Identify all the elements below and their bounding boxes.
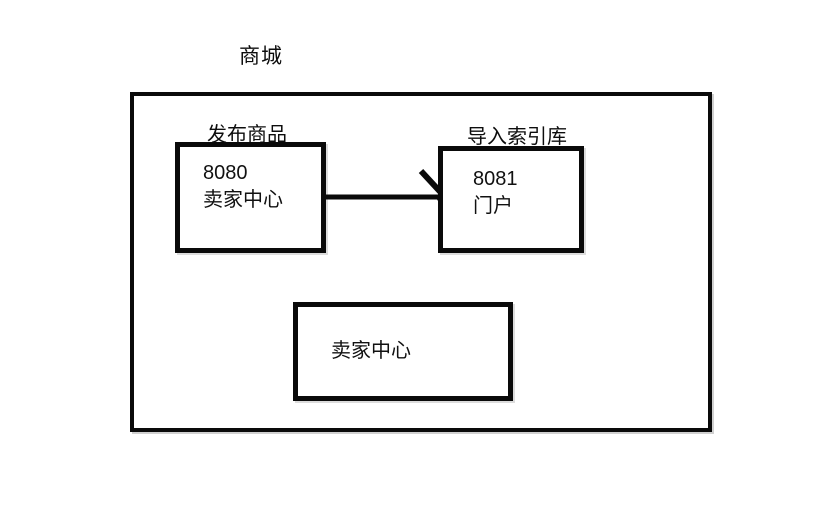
portal-name: 门户 [473, 195, 513, 217]
seller-center-bottom-name: 卖家中心 [331, 340, 411, 362]
seller-center-port: 8080 [203, 162, 248, 184]
publish-products-label: 发布商品 [207, 124, 287, 146]
diagram-title: 商城 [239, 45, 283, 68]
portal-node: 8081 门户 [438, 146, 584, 253]
import-index-label: 导入索引库 [467, 126, 567, 148]
flow-arrow [324, 168, 448, 205]
portal-port: 8081 [473, 168, 518, 190]
seller-center-bottom-node: 卖家中心 [293, 302, 513, 401]
seller-center-node: 8080 卖家中心 [175, 142, 326, 253]
mall-boundary-rect [130, 92, 712, 432]
seller-center-name: 卖家中心 [203, 189, 283, 211]
